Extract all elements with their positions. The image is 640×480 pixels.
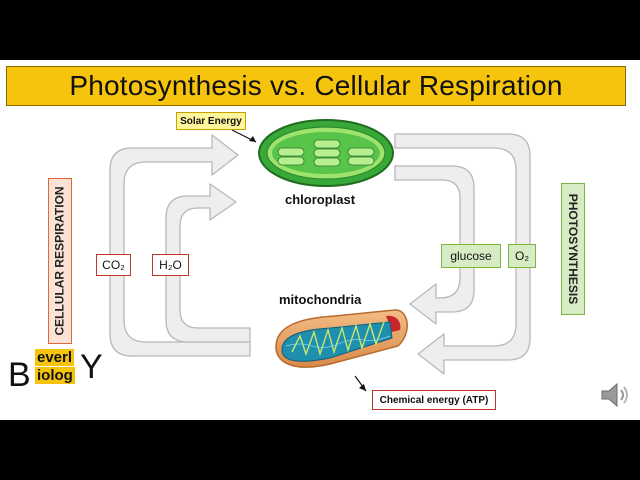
photosynthesis-label: PHOTOSYNTHESIS bbox=[566, 194, 580, 304]
solar-energy-label: Solar Energy bbox=[176, 112, 246, 130]
photosynthesis-box: PHOTOSYNTHESIS bbox=[561, 183, 585, 315]
chemical-energy-label: Chemical energy (ATP) bbox=[372, 390, 496, 410]
cellular-respiration-label: CELLULAR RESPIRATION bbox=[53, 186, 67, 335]
logo-letter-b: B bbox=[8, 356, 31, 395]
cellular-respiration-box: CELLULAR RESPIRATION bbox=[48, 178, 72, 344]
slide: Photosynthesis vs. Cellular Respiration bbox=[0, 60, 640, 420]
co2-label: CO₂ bbox=[96, 254, 131, 276]
speaker-icon[interactable] bbox=[598, 378, 632, 412]
logo-iolog: iolog bbox=[35, 367, 75, 384]
glucose-label: glucose bbox=[441, 244, 501, 268]
h2o-label: H₂O bbox=[152, 254, 189, 276]
mitochondria-label: mitochondria bbox=[279, 292, 361, 307]
beverly-biology-logo: B everl iolog Y bbox=[8, 348, 118, 398]
chloroplast-illustration bbox=[259, 120, 393, 186]
mitochondria-illustration bbox=[276, 310, 407, 367]
o2-label: O₂ bbox=[508, 244, 536, 268]
logo-everl: everl bbox=[35, 349, 74, 366]
chloroplast-label: chloroplast bbox=[285, 192, 355, 207]
logo-letter-y: Y bbox=[80, 348, 103, 387]
